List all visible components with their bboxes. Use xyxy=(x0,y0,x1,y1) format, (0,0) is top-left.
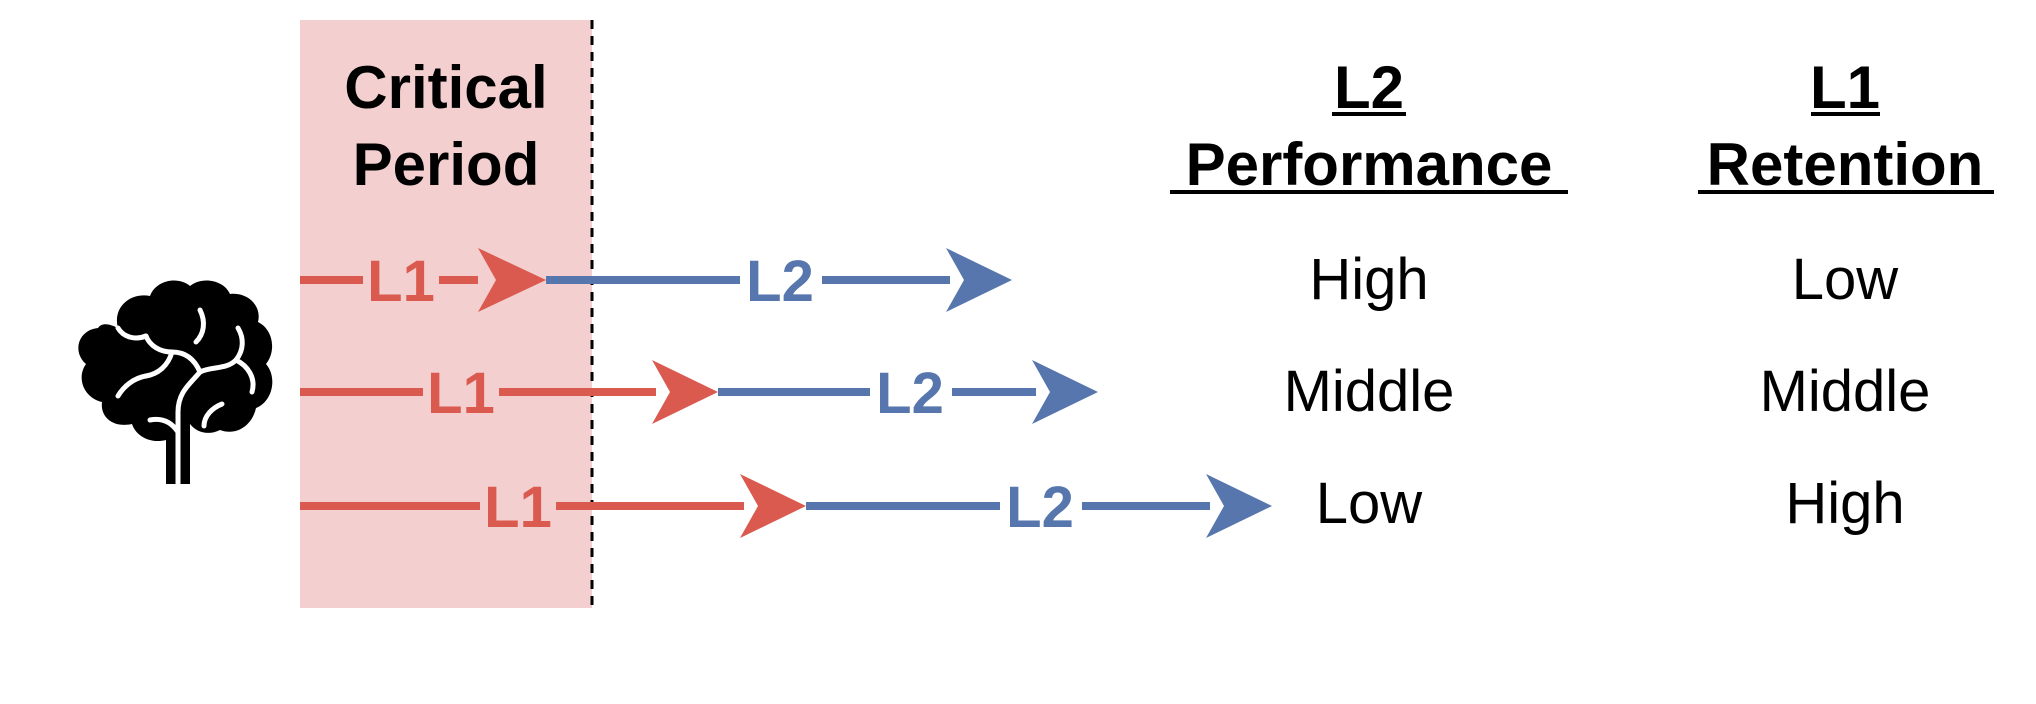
brain-icon xyxy=(78,280,273,487)
row-2-l1-arrowhead xyxy=(652,360,718,424)
l1-retention-header-line2: Retention xyxy=(1707,131,1984,198)
row-2: L1 L2 Middle Middle xyxy=(300,359,1930,426)
row-2-l2-label: L2 xyxy=(876,361,944,426)
row-1-l1-retention: Low xyxy=(1792,247,1900,312)
row-3: L1 L2 Low High xyxy=(300,471,1905,540)
row-3-l2-performance: Low xyxy=(1316,471,1424,536)
row-1: L1 L2 High Low xyxy=(300,247,1899,314)
row-2-l2-performance: Middle xyxy=(1284,359,1455,424)
row-3-l1-label-bg xyxy=(480,478,556,534)
row-2-l1-label-bg xyxy=(423,364,499,420)
critical-period-title-line2: Period xyxy=(353,131,540,198)
row-2-l2-label-bg xyxy=(870,364,952,420)
row-1-l2-label-bg-left xyxy=(740,252,822,308)
row-3-l1-retention: High xyxy=(1785,471,1904,536)
l1-retention-header: L1 Retention xyxy=(1698,54,1994,198)
row-1-l1-label-bg xyxy=(363,252,439,308)
row-1-l2-performance: High xyxy=(1309,247,1428,312)
l2-performance-header-line2: Performance xyxy=(1186,131,1553,198)
l2-performance-header-line1: L2 xyxy=(1334,54,1404,121)
l1-retention-header-line1: L1 xyxy=(1810,54,1880,121)
row-1-l2-arrowhead xyxy=(946,248,1012,312)
row-3-l2-label-bg xyxy=(1000,478,1082,534)
row-2-l1-label: L1 xyxy=(427,361,495,426)
row-2-l2-arrowhead xyxy=(1032,360,1098,424)
row-1-l2-label: L2 xyxy=(746,249,814,314)
critical-period-title-line1: Critical xyxy=(344,54,547,121)
row-3-l2-arrowhead xyxy=(1206,474,1272,538)
row-3-l2-label: L2 xyxy=(1006,475,1074,540)
row-3-l1-arrowhead xyxy=(740,474,806,538)
l2-performance-header: L2 Performance xyxy=(1170,54,1568,198)
row-1-l1-arrowhead xyxy=(478,248,546,312)
row-3-l1-label: L1 xyxy=(484,475,552,540)
row-1-l1-label: L1 xyxy=(367,249,435,314)
row-2-l1-retention: Middle xyxy=(1760,359,1931,424)
